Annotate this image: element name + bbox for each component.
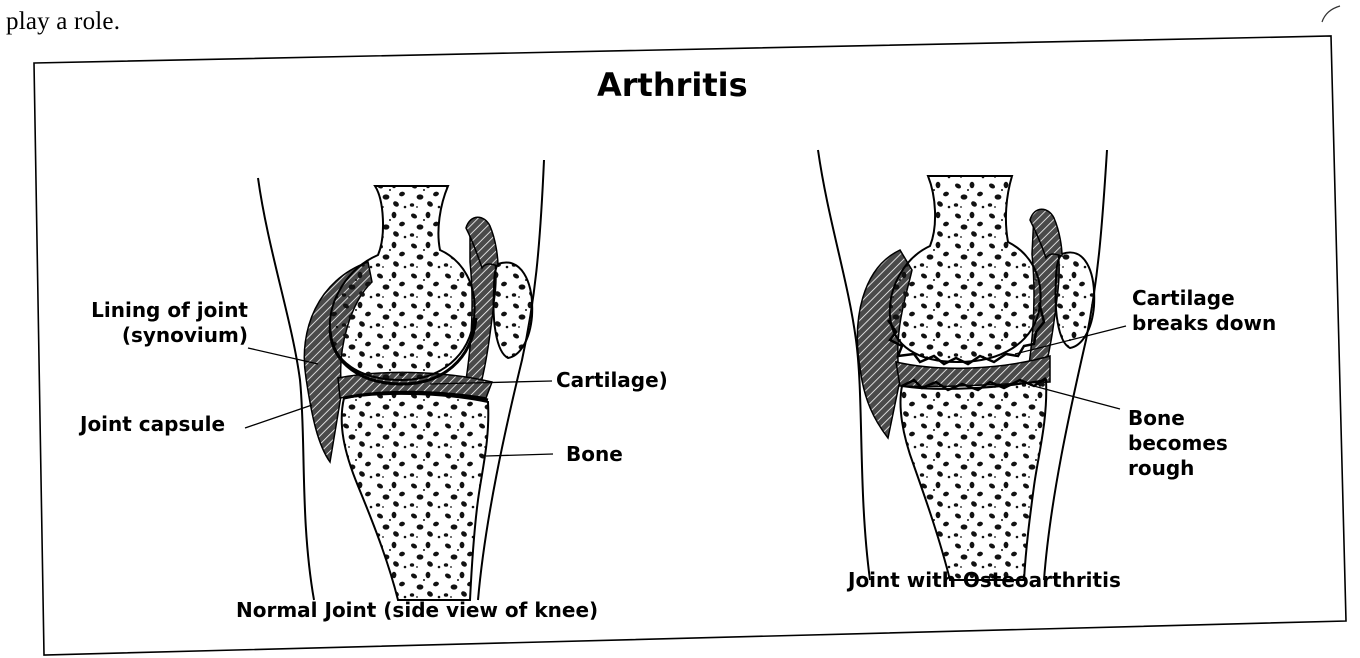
label-cartilage-breaks-line2: breaks down [1132,311,1276,336]
osteoarthritis-joint-drawing [818,150,1126,580]
label-bone-rough-line3: rough [1128,456,1194,481]
oa-skin-right [1044,150,1107,580]
oa-tibia [901,380,1047,580]
figure-title: Arthritis [597,66,748,104]
caption-normal-joint: Normal Joint (side view of knee) [236,598,598,623]
label-lining-line1: Lining of joint [78,298,248,323]
caption-osteoarthritis-joint: Joint with Osteoarthritis [848,568,1121,593]
normal-joint-drawing [245,160,553,600]
oa-patella [1056,252,1095,348]
corner-mark [1322,6,1340,22]
label-cartilage-breaks-line1: Cartilage [1132,286,1235,311]
normal-tibia [342,394,489,600]
label-bone-rough-line2: becomes [1128,431,1228,456]
normal-femur [330,186,475,380]
label-lining-line2: (synovium) [78,323,248,348]
normal-skin-left [258,178,314,600]
label-bone: Bone [566,442,623,467]
oa-femur [890,176,1041,362]
label-bone-rough-line1: Bone [1128,406,1185,431]
label-cartilage: Cartilage) [556,368,668,393]
label-joint-capsule: Joint capsule [80,412,225,437]
leader-bone [486,454,553,456]
